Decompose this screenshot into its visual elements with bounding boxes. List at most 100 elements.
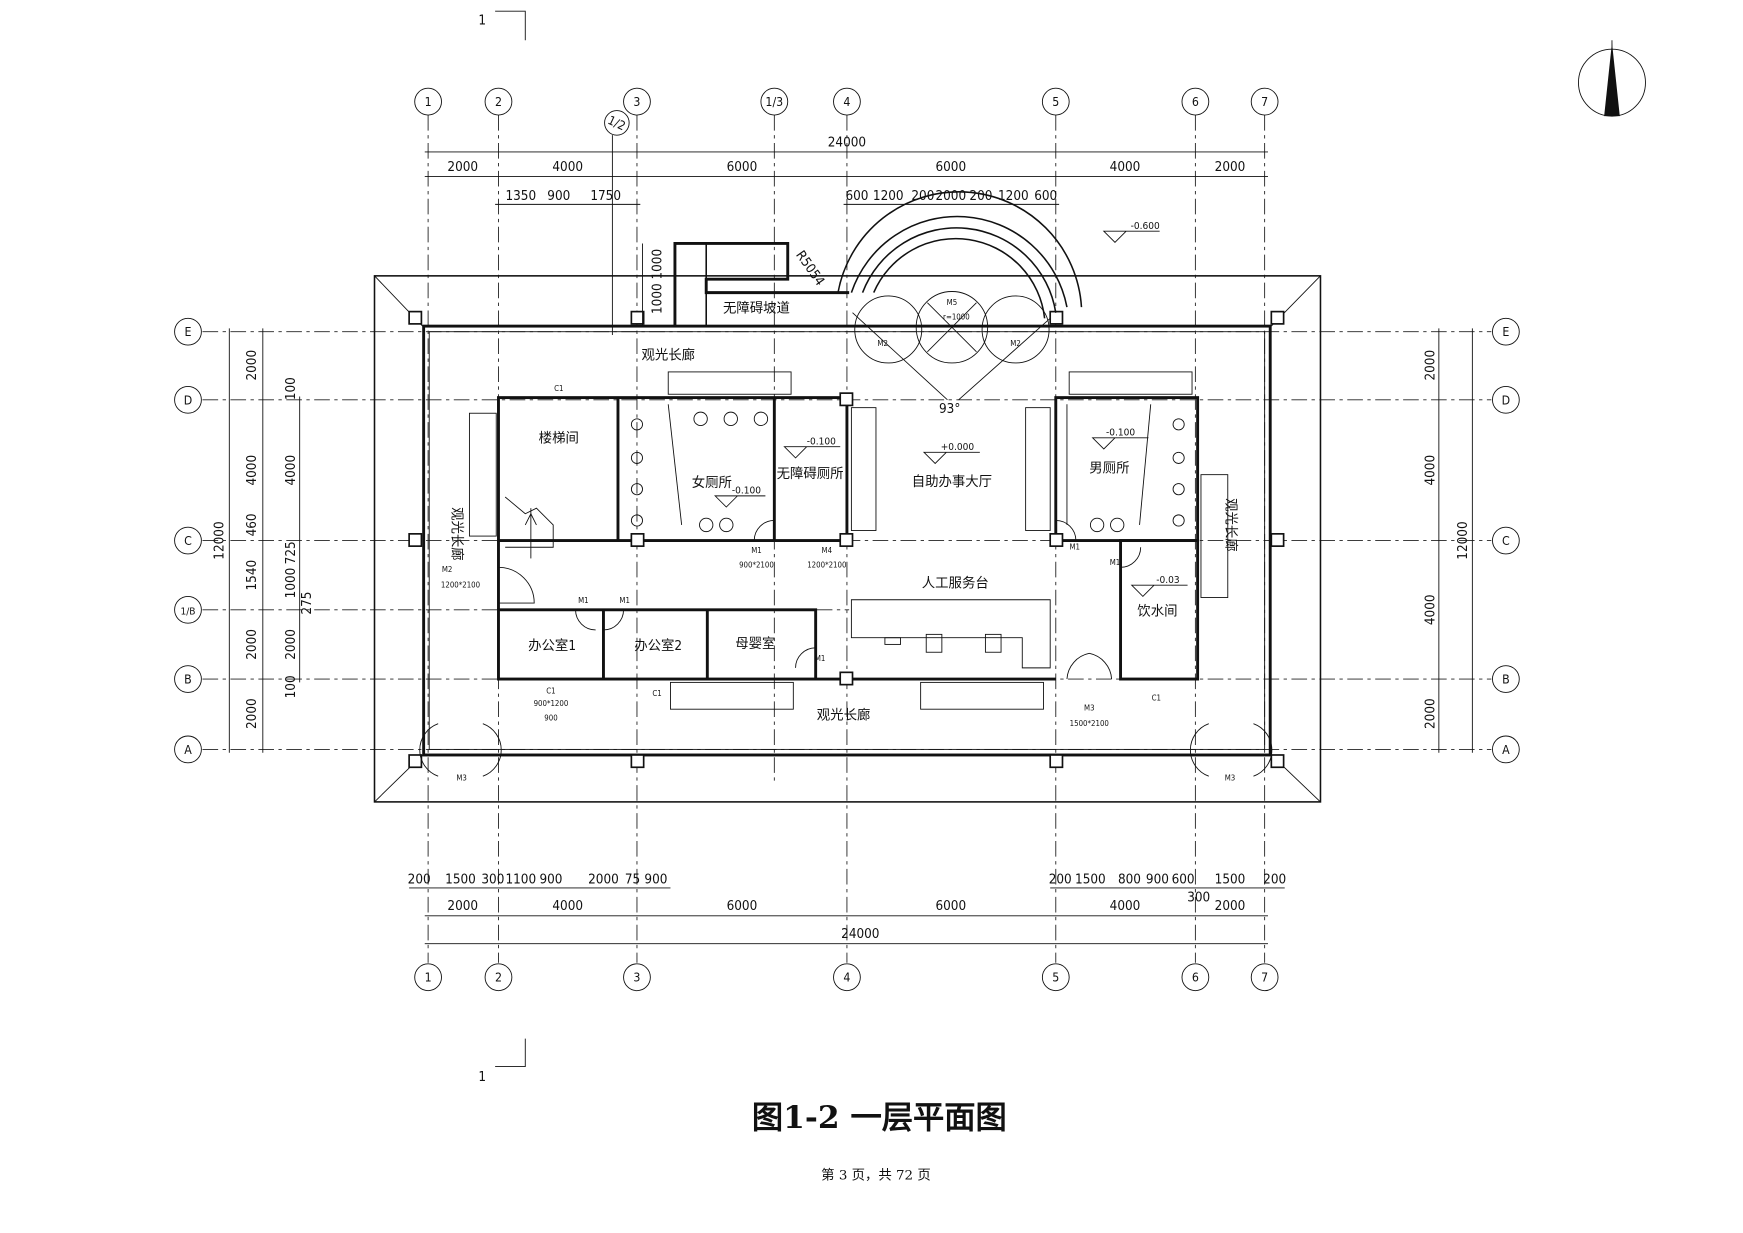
dim-bottom-detail: 900 — [644, 872, 667, 887]
dim-right-span: 2000 — [1423, 350, 1438, 381]
tag-m1: M1 — [619, 596, 630, 605]
axis-label: A — [1502, 743, 1510, 757]
dim-bottom-extra: 300 — [1187, 890, 1210, 905]
stairs — [504, 496, 554, 559]
dim-left-span: 4000 — [245, 455, 260, 486]
tag-m3: M3 — [1084, 703, 1095, 712]
tag-m3: M3 — [1225, 774, 1236, 783]
fixtures — [468, 371, 1229, 710]
axis-label: 2 — [495, 95, 502, 109]
tag-m1: M1 — [751, 546, 762, 555]
dim-bottom-detail: 300 — [481, 872, 504, 887]
dim-bottom-detail: 2000 — [588, 872, 619, 887]
elevation-water-room: -0.03 — [1156, 575, 1180, 586]
dim-bottom-detail: 1500 — [1075, 872, 1106, 887]
tag-m3: M3 — [456, 774, 467, 783]
axis-label: B — [1502, 673, 1510, 687]
room-label-accessible-wc: 无障碍厕所 — [777, 466, 844, 482]
axis-label: 5 — [1052, 95, 1059, 109]
room-label-office1: 办公室1 — [528, 637, 576, 654]
tag-m1: M1 — [1070, 542, 1081, 551]
section-mark-label: 1 — [478, 1070, 486, 1085]
tag-m2: M2 — [877, 339, 888, 348]
dim-bottom-detail: 200 — [1049, 872, 1072, 887]
axis-label: 1/B — [180, 606, 195, 617]
axis-label: E — [1502, 325, 1509, 339]
axis-label: 1/3 — [765, 95, 783, 109]
dim-left-span: 1540 — [245, 560, 260, 591]
dim-bottom-span: 2000 — [1215, 899, 1246, 914]
axis-label: 1 — [425, 95, 432, 109]
dim-right-total: 12000 — [1456, 521, 1471, 559]
dim-left-total: 12000 — [213, 521, 228, 559]
room-label-gallery-left: 观光长廊 — [449, 507, 466, 561]
north-arrow-icon — [1578, 40, 1646, 117]
elevation-outside: -0.600 — [1131, 221, 1160, 232]
axis-label: D — [1502, 393, 1511, 407]
dim-top-detail: 1350 — [505, 189, 536, 204]
dim-right-span: 4000 — [1423, 594, 1438, 625]
section-mark-label: 1 — [478, 14, 486, 29]
room-label-gallery-bottom: 观光长廊 — [817, 706, 871, 723]
tag-size: 1500*2100 — [1070, 719, 1109, 728]
interior-walls — [497, 396, 1200, 681]
dim-left-detail: 100 — [284, 675, 299, 698]
elevation-hall: +0.000 — [941, 442, 975, 453]
accessible-ramp — [642, 242, 850, 327]
room-label-gallery-right: 观光长廊 — [1223, 498, 1240, 552]
dim-top-detail: 200 — [969, 189, 992, 204]
dim-bottom-detail: 600 — [1172, 872, 1195, 887]
columns — [408, 310, 1285, 769]
dim-top-span: 6000 — [935, 160, 966, 175]
dim-bottom-span: 6000 — [727, 899, 758, 914]
room-label-stairwell: 楼梯间 — [539, 430, 579, 446]
axis-label: 6 — [1192, 971, 1199, 985]
entrance-canopy — [837, 191, 1083, 401]
axis-label: E — [184, 325, 191, 339]
tag-ramp-dims: 1000 1000 — [651, 249, 666, 314]
axis-label: 3 — [633, 971, 640, 985]
axis-bubbles-bottom: 1 2 3 4 5 6 7 — [414, 963, 1279, 992]
dim-bottom-detail: 1500 — [1215, 872, 1246, 887]
axis-label-extra: 1/2 — [606, 113, 628, 133]
axis-label: A — [184, 743, 192, 757]
axis-label: 6 — [1192, 95, 1199, 109]
room-label-ramp: 无障碍坡道 — [723, 301, 790, 317]
tag-m2: M2 — [442, 565, 453, 574]
dim-top-span: 4000 — [1110, 160, 1141, 175]
axis-label: 1 — [425, 971, 432, 985]
dim-top-span: 6000 — [727, 160, 758, 175]
axis-label: 7 — [1261, 95, 1268, 109]
dim-bottom-span: 6000 — [935, 899, 966, 914]
axis-bubbles-left: E D C 1/B B A — [174, 317, 202, 764]
axis-label: 2 — [495, 971, 502, 985]
dim-top-span: 2000 — [447, 160, 478, 175]
dim-bottom-detail: 200 — [408, 872, 431, 887]
tag-angle: 93° — [939, 402, 960, 417]
dimension-lines — [228, 151, 1473, 945]
room-label-gallery-top: 观光长廊 — [641, 347, 695, 364]
dim-bottom-detail: 1500 — [445, 872, 476, 887]
dim-bottom-detail: 75 — [625, 872, 640, 887]
axis-label: 3 — [633, 95, 640, 109]
dim-left-detail: 100 — [284, 377, 299, 400]
dim-left-detail: 2000 — [284, 629, 299, 660]
dim-left-detail: 275 — [300, 592, 315, 615]
dim-top-span: 4000 — [552, 160, 583, 175]
section-mark-top: 1 — [478, 10, 526, 41]
dim-bottom-detail: 900 — [1146, 872, 1169, 887]
dim-top-detail: 1750 — [590, 189, 621, 204]
tag-m1: M1 — [815, 654, 826, 663]
room-label-self-service-hall: 自助办事大厅 — [912, 474, 992, 490]
dim-bottom-total: 24000 — [841, 927, 879, 942]
elevation-marks: -0.600 -0.100 -0.100 +0.000 -0.100 -0.03 — [714, 221, 1188, 598]
tag-m1: M1 — [1110, 558, 1121, 567]
dim-bottom-span: 4000 — [552, 899, 583, 914]
doors — [419, 520, 1273, 777]
tag-m5: M5 — [947, 298, 958, 307]
room-label-water-room: 饮水间 — [1137, 603, 1177, 619]
room-label-mens-wc: 男厕所 — [1089, 460, 1129, 476]
tag-size: 900 — [544, 713, 557, 722]
tag-m1: M1 — [578, 596, 589, 605]
drawing-title: 图1-2 一层平面图 — [752, 1100, 1007, 1136]
